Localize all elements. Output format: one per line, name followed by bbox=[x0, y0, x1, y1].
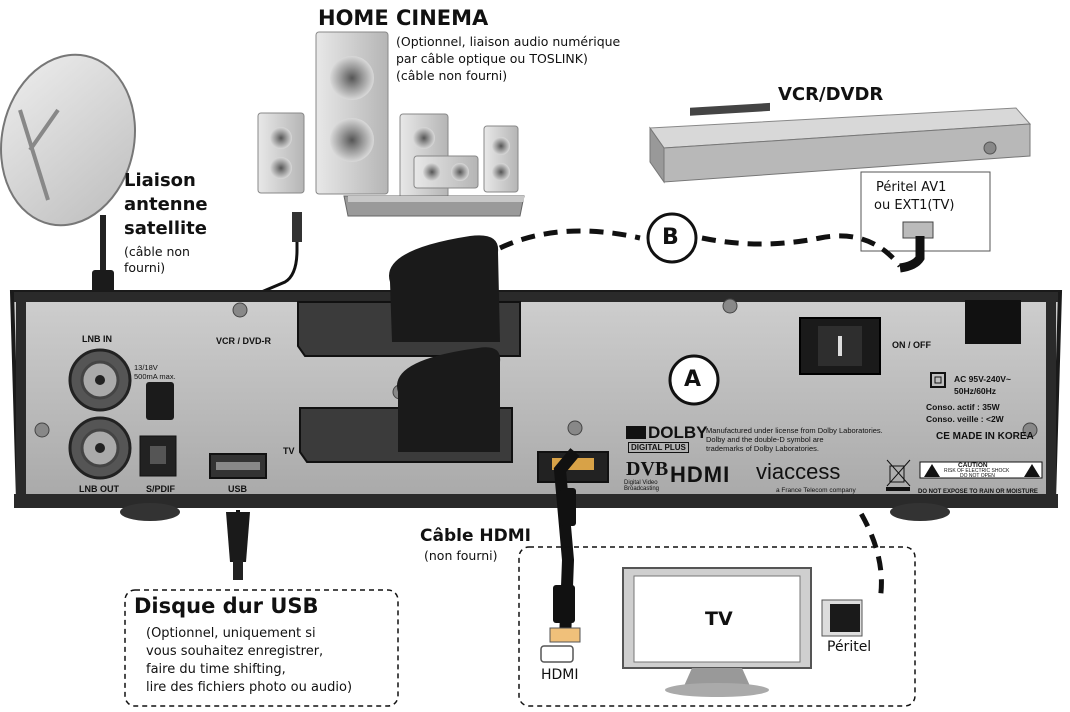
vcr-port-label: VCR / DVD-R bbox=[216, 336, 272, 346]
satellite-title-2: antenne bbox=[124, 194, 208, 215]
power-line-3: Conso. actif : 35W bbox=[926, 402, 1000, 412]
usb-label: USB bbox=[228, 484, 248, 494]
onoff-label: ON / OFF bbox=[892, 340, 931, 350]
vcr-dvdr-icon bbox=[649, 102, 1032, 184]
dolby-logo: DOLBY bbox=[648, 423, 708, 442]
lnb-in-label: LNB IN bbox=[82, 334, 112, 344]
usb-note-3: faire du time shifting, bbox=[146, 662, 286, 677]
tv-icon bbox=[622, 567, 812, 697]
ce-made-label: CE MADE IN KOREA bbox=[936, 431, 1034, 442]
tv-port-label: TV bbox=[283, 446, 295, 456]
home-cinema-speakers-icon bbox=[257, 31, 525, 217]
caution-1: CAUTION bbox=[958, 462, 988, 469]
scart-cable-b bbox=[498, 228, 902, 268]
hdmi-cable-title: Câble HDMI bbox=[420, 526, 531, 546]
power-line-4: Conso. veille : <2W bbox=[926, 414, 1004, 424]
marker-b-circle bbox=[646, 212, 698, 264]
satellite-dish-icon bbox=[0, 53, 136, 277]
dvb-sub-1: Digital Video bbox=[624, 480, 658, 486]
marker-a: A bbox=[684, 367, 702, 392]
power-line-1: AC 95V-240V~ bbox=[954, 374, 1011, 384]
tv-box bbox=[518, 546, 916, 707]
spdif-label: S/PDIF bbox=[146, 484, 176, 494]
vcr-title: VCR/DVDR bbox=[778, 84, 884, 105]
dvb-logo: DVB bbox=[626, 458, 669, 480]
receiver-rear-panel bbox=[9, 235, 1063, 521]
usb-note-1: (Optionnel, uniquement si bbox=[146, 626, 316, 641]
tv-hdmi-label: HDMI bbox=[541, 667, 579, 683]
dolby-text-3: trademarks of Dolby Laboratories. bbox=[706, 444, 819, 453]
hdmi-cable-note: (non fourni) bbox=[424, 548, 498, 563]
warning-label: DO NOT EXPOSE TO RAIN OR MOISTURE bbox=[918, 489, 1038, 495]
marker-a-circle bbox=[668, 354, 720, 406]
dolby-sub: DIGITAL PLUS bbox=[628, 442, 689, 453]
tv-peritel-label: Péritel bbox=[827, 639, 872, 655]
vcr-peritel-2: ou EXT1(TV) bbox=[874, 198, 955, 213]
caution-2: RISK OF ELECTRIC SHOCK bbox=[944, 468, 1010, 474]
satellite-title-1: Liaison bbox=[124, 170, 196, 191]
home-cinema-title: HOME CINEMA bbox=[318, 6, 489, 30]
dolby-text-2: Dolby and the double-D symbol are bbox=[706, 435, 824, 444]
dvb-sub-2: Broadcasting bbox=[624, 486, 660, 492]
home-cinema-note-1: (Optionnel, liaison audio numérique bbox=[396, 34, 621, 49]
usb-disk-box bbox=[124, 589, 399, 707]
satellite-note-2: fourni) bbox=[124, 260, 166, 275]
usb-note-4: lire des fichiers photo ou audio) bbox=[146, 680, 353, 695]
home-cinema-note-3: (câble non fourni) bbox=[396, 68, 508, 83]
power-line-2: 50Hz/60Hz bbox=[954, 386, 997, 396]
hdmi-logo: HDMI bbox=[670, 462, 731, 487]
viaccess-sub: a France Telecom company bbox=[776, 487, 856, 494]
caution-3: DO NOT OPEN bbox=[960, 473, 995, 479]
lnb-spec-2: 500mA max. bbox=[134, 372, 176, 381]
home-cinema-note-2: par câble optique ou TOSLINK) bbox=[396, 51, 588, 66]
lnb-out-label: LNB OUT bbox=[79, 484, 119, 494]
satellite-note-1: (câble non bbox=[124, 244, 190, 259]
vcr-peritel-1: Péritel AV1 bbox=[876, 180, 947, 195]
viaccess-logo: viaccess bbox=[756, 459, 841, 484]
usb-disk-title: Disque dur USB bbox=[134, 594, 319, 618]
tv-label: TV bbox=[705, 608, 733, 630]
lnb-spec-1: 13/18V bbox=[134, 363, 158, 372]
dolby-text-1: Manufactured under license from Dolby La… bbox=[706, 426, 883, 435]
usb-note-2: vous souhaitez enregistrer, bbox=[146, 644, 324, 659]
satellite-title-3: satellite bbox=[124, 218, 207, 239]
marker-b: B bbox=[662, 225, 679, 250]
